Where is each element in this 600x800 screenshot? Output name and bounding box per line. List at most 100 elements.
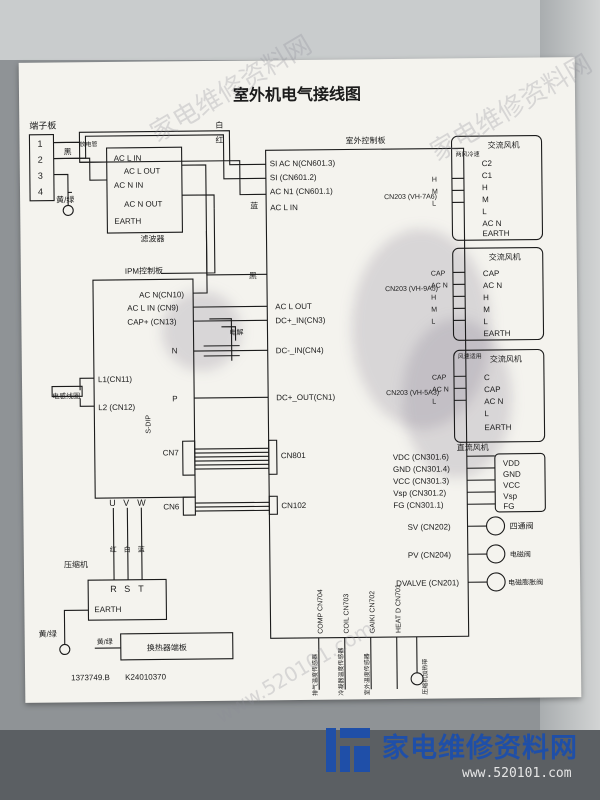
filter-pin-ac-l-in: AC L IN [114, 154, 142, 163]
fan2-pin-earth: EARTH [483, 329, 510, 338]
main-pin-vsp: Vsp (CN301.2) [393, 488, 446, 498]
main-pin-cn203-9a5: CN203 (VH-9A5) [385, 286, 438, 294]
ipm-cn7: CN7 [163, 448, 180, 457]
main-pin-dc-plus-out: DC+_OUT(CN1) [276, 393, 335, 403]
wire-color-black: 黑 [64, 147, 72, 156]
filter-label: 滤波器 [140, 233, 164, 243]
main-pin-dvalve: DVALVE (CN201) [396, 578, 459, 588]
fan2-title: 交流风机 [489, 252, 521, 262]
fan2-pin-h: H [483, 293, 489, 302]
valve-four-way: 四通阀 [509, 521, 533, 531]
logo-text: 家电维修资料网 [382, 733, 578, 764]
fan1-pin-earth: EARTH [482, 229, 509, 238]
uvw-color-blue: 蓝 [138, 545, 145, 554]
sensor-discharge: 排气温度传感器 [311, 654, 319, 696]
main-board-label: 室外控制板 [345, 135, 385, 145]
ipm-pin-l1: L1(CN11) [98, 375, 133, 384]
fan2-pin-m: M [483, 305, 490, 314]
main-pin-cn203-5a3: CN203 (VH-5A3) [386, 390, 439, 398]
main-pin-ac-n1: AC N1 (CN601.1) [270, 187, 333, 197]
uvw-color-red: 红 [110, 545, 117, 554]
fan3-pin-cap: CAP [484, 385, 501, 394]
fan1-pin-c2: C2 [482, 159, 493, 168]
fan1-title: 交流风机 [487, 140, 519, 150]
sensor-heater: 压缩机加热带 [421, 659, 429, 695]
ipm-sdip: S-DIP [145, 415, 152, 434]
main-pin-coil: COIL CN703 [343, 594, 350, 634]
heat-exchanger-wire: 黄/绿 [97, 637, 113, 646]
main-pin-cn102: CN102 [281, 501, 307, 510]
main-pin-sv: SV (CN202) [408, 522, 452, 531]
terminal-pin-2: 2 [38, 155, 43, 165]
terminal-pin-3: 3 [38, 171, 43, 181]
ipm-pin-ac-n: AC N(CN10) [139, 290, 184, 299]
fan1-pin-c1: C1 [482, 171, 493, 180]
main-pin-cn801: CN801 [281, 451, 307, 460]
main-pin-vcc: VCC (CN301.3) [393, 476, 449, 486]
logo-url: www.520101.com [462, 766, 572, 781]
fan3-pin-earth: EARTH [484, 423, 511, 432]
main-pin-gnd: GND (CN301.4) [393, 464, 450, 474]
main-pin-si: SI (CN601.2) [270, 173, 317, 182]
valve-expansion: 电磁膨胀阀 [508, 577, 543, 586]
fan2-conn-h: H [431, 295, 436, 302]
main-pin-gaiki: GAIKI CN702 [369, 591, 376, 634]
ground-yellow-green: 黄/绿 [39, 629, 57, 639]
fan3-conn-ac-n: AC N [432, 386, 449, 393]
background-bottom [0, 730, 600, 800]
background-top [0, 0, 600, 60]
filter-pin-ac-l-out: AC L OUT [124, 166, 161, 175]
wire-color-white: 白 [215, 120, 223, 130]
ipm-pin-n: N [172, 346, 178, 355]
site-logo: 家电维修资料网 www.520101.com [322, 722, 590, 788]
filter-pin-ac-n-in: AC N IN [114, 181, 144, 190]
fan2-conn-cap: CAP [431, 270, 446, 277]
dc-fan-gnd: GND [503, 470, 521, 479]
main-pin-si-ac-n: SI AC N(CN601.3) [270, 159, 336, 169]
fan1-conn-m: M [432, 189, 438, 196]
fan2-pin-ac-n: AC N [483, 281, 502, 290]
uvw-color-white: 白 [124, 545, 131, 554]
doc-code-1: 1373749.B [71, 673, 110, 682]
dc-fan-vsp: Vsp [503, 492, 517, 501]
sensor-condenser: 冷凝器温度传感器 [337, 648, 346, 696]
wiring-diagram-sheet: 室外机电气接线图 端子板 1 2 3 4 黄/绿 AC L IN AC L OU… [18, 30, 597, 728]
main-pin-pv: PV (CN204) [408, 550, 452, 559]
logo-mark-icon [326, 728, 370, 772]
sensor-outdoor: 室外温度传感器 [363, 653, 371, 695]
dc-fan-vdd: VDD [503, 459, 520, 468]
ipm-v: V [123, 498, 129, 508]
fan2-conn-m: M [431, 307, 437, 314]
fan3-pin-ac-n: AC N [484, 397, 503, 406]
wire-color-blue: 蓝 [250, 200, 258, 210]
heat-exchanger-label: 换热器端板 [147, 642, 187, 652]
main-pin-cn203-7a6: CN203 (VH-7A6) [384, 194, 437, 202]
filter-sub-label: 放电管 [79, 140, 97, 148]
fan3-conn-l: L [432, 399, 436, 406]
capacitor-label: 电解 [229, 328, 243, 337]
fan3-pin-l: L [484, 409, 489, 418]
diagram-title: 室外机电气接线图 [233, 84, 361, 104]
compressor-label: 压缩机 [64, 559, 88, 569]
main-pin-ac-l-in: AC L IN [270, 203, 298, 212]
main-pin-heat: HEAT D CN701 [395, 584, 403, 633]
fan1-pin-ac-n: AC N [482, 219, 501, 228]
compressor-earth: EARTH [94, 605, 121, 614]
fan1-conn-h: H [432, 177, 437, 184]
terminal-pin-4: 4 [38, 187, 43, 197]
valve-solenoid: 电磁阀 [510, 550, 531, 559]
dc-fan-title: 直流风机 [457, 442, 489, 452]
fan1-pin-h: H [482, 183, 488, 192]
terminal-block-label: 端子板 [29, 120, 56, 131]
fan1-pin-l: L [482, 207, 487, 216]
filter-pin-earth: EARTH [114, 217, 141, 226]
dc-fan-vcc: VCC [503, 481, 520, 490]
fan3-note: 风速适用 [458, 352, 482, 360]
fan1-conn-l: L [432, 201, 436, 208]
filter-pin-ac-n-out: AC N OUT [124, 199, 162, 208]
reactor-label: 电感线圈 [52, 391, 80, 400]
terminal-pin-1: 1 [37, 139, 42, 149]
main-pin-comp: COMP CN704 [317, 589, 324, 634]
fan3-title: 交流风机 [490, 354, 522, 364]
compressor-r: R [110, 584, 117, 594]
